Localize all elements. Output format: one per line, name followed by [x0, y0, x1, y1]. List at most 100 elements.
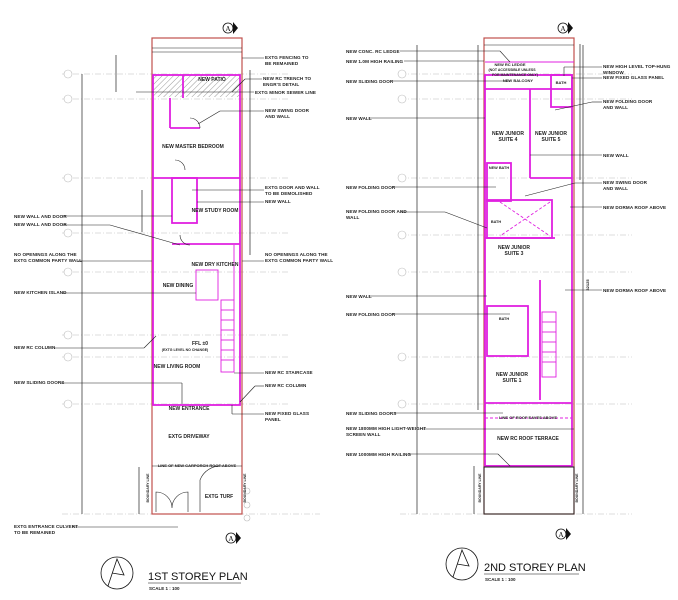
callout-label: NEW FIXED GLASS PANEL: [603, 75, 664, 80]
callout-label: NEW SLIDING DOOR: [346, 79, 394, 84]
section-marker-bottom: A: [225, 532, 241, 544]
room-label: NEW BALCONY: [503, 78, 534, 83]
boundary-outline: [151, 37, 243, 515]
callout-label: NEW RC COLUMN: [14, 345, 56, 350]
section-marker-top: A: [222, 22, 238, 34]
room-label: FOR MAINTENANCE ONLY): [492, 73, 538, 77]
callout-label: NEW SWING DOOR: [603, 180, 648, 185]
svg-text:A: A: [558, 531, 563, 539]
callout-label: EXTG MINOR SEWER LINE: [255, 90, 316, 95]
callout-label: NEW FOLDING DOOR: [346, 312, 396, 317]
callout-label: BE REMAINED: [265, 61, 299, 66]
callout-label: AND WALL: [265, 114, 290, 119]
second-storey-plan: 32125 NEW RC LEDGE (NOT ACCE: [346, 22, 671, 582]
callouts-right: NEW HIGH LEVEL TOP-HUNG WINDOW NEW FIXED…: [524, 64, 671, 293]
room-label: (EXTG LEVEL NO CHANGE): [162, 348, 208, 352]
callout-label: NEW WALL: [346, 116, 372, 121]
north-arrow-icon: [100, 556, 134, 590]
callout-label: NEW WALL: [603, 153, 629, 158]
room-label: NEW JUNIOR: [498, 245, 530, 251]
room-label: BATH: [491, 220, 502, 224]
callout-label: WALL: [346, 215, 360, 220]
section-marker-top: A: [557, 22, 573, 34]
callout-label: NEW HIGH LEVEL TOP-HUNG: [603, 64, 671, 69]
callout-label: NEW DORMA ROOF ABOVE: [603, 205, 666, 210]
callout-label: NEW WALL: [346, 294, 372, 299]
boundary-line-label: BOUNDARY LINE: [243, 473, 247, 503]
callout-label: NEW KITCHEN ISLAND: [14, 290, 67, 295]
callout-label: NEW DORMA ROOF ABOVE: [603, 288, 666, 293]
room-label: NEW DRY KITCHEN: [192, 262, 239, 268]
callout-label: NEW FIXED GLASS: [265, 411, 309, 416]
room-label: SUITE 4: [499, 137, 518, 143]
callout-label: NEW 1800MM HIGH LIGHT-WEIGHT: [346, 426, 426, 431]
callout-label: NEW WALL: [265, 199, 291, 204]
dimension-lines: [81, 55, 251, 514]
grid-lines: [62, 69, 320, 522]
room-label: NEW RC ROOF TERRACE: [497, 436, 559, 442]
boundary-line-label: BOUNDARY LINE: [478, 473, 482, 503]
room-label: SUITE 3: [505, 251, 524, 257]
callout-label: EXTG FENCING TO: [265, 55, 309, 60]
boundary-line-label: BOUNDARY LINE: [146, 473, 150, 503]
callout-label: WINDOW: [603, 70, 624, 75]
new-works-walls: [484, 61, 574, 467]
room-label: FFL ±0: [192, 341, 208, 347]
room-label: NEW PATIO: [198, 77, 226, 83]
room-label: BATH: [499, 317, 510, 321]
callout-label: AND WALL: [603, 105, 628, 110]
callout-label: TO BE DEMOLISHED: [265, 191, 313, 196]
new-works-walls: [152, 74, 241, 406]
room-label: BATH: [556, 80, 567, 85]
callouts-left: NEW WALL AND DOOR NEW WALL AND DOOR NO O…: [14, 214, 196, 535]
callout-label: NEW CONC. RC LEDGE: [346, 49, 400, 54]
room-label: LINE OF ROOF EAVES ABOVE: [499, 415, 557, 420]
callout-label: NEW RC TRENCH TO: [263, 76, 312, 81]
room-label: NEW JUNIOR: [535, 131, 567, 137]
callout-label: NEW WALL AND DOOR: [14, 222, 67, 227]
section-marker-bottom: A: [555, 528, 571, 540]
callout-label: EXTG COMMON PARTY WALL: [265, 258, 333, 263]
room-label: NEW STUDY ROOM: [192, 208, 239, 214]
svg-text:A: A: [228, 535, 233, 543]
plan-title: 2ND STOREY PLAN: [484, 562, 586, 574]
callout-label: NEW RC STAIRCASE: [265, 370, 313, 375]
room-label: NEW DINING: [163, 283, 194, 289]
dimension-lines: [416, 44, 584, 514]
callout-label: TO BE REMAINED: [14, 530, 56, 535]
callout-label: NEW 1000MM HIGH RAILING: [346, 452, 411, 457]
room-label: NEW RC LEDGE: [494, 62, 525, 67]
callout-label: NEW FOLDING DOOR: [346, 185, 396, 190]
callout-label: NEW FOLDING DOOR AND: [346, 209, 407, 214]
callout-label: NEW SLIDING DOORS: [14, 380, 64, 385]
boundary-outline: [483, 37, 575, 515]
callout-label: ENGR'S DETAIL: [263, 82, 299, 87]
callout-label: EXTG DOOR AND WALL: [265, 185, 320, 190]
callout-label: PANEL: [265, 417, 281, 422]
room-label: NEW BATH: [489, 166, 509, 170]
plan-scale: SCALE 1 : 100: [485, 577, 516, 582]
room-label: NEW ENTRANCE: [169, 406, 210, 412]
overall-dimension: 32125: [585, 279, 590, 291]
callout-label: NEW WALL AND DOOR: [14, 214, 67, 219]
room-label: LINE OF NEW CARPORCH ROOF ABOVE: [158, 463, 237, 468]
callout-label: NO OPENINGS ALONG THE: [14, 252, 77, 257]
callout-label: NEW SLIDING DOORS: [346, 411, 396, 416]
svg-text:A: A: [225, 25, 230, 33]
callouts-right: EXTG FENCING TO BE REMAINED NEW RC TRENC…: [136, 55, 333, 422]
callout-label: EXTG ENTRANCE CULVERT: [14, 524, 78, 529]
plan-title: 1ST STOREY PLAN: [148, 571, 248, 583]
callout-label: EXTG COMMON PARTY WALL: [14, 258, 82, 263]
room-label: EXTG TURF: [205, 494, 233, 500]
first-storey-plan: NEW PATIO NEW MASTER BEDROOM NEW STUDY R…: [14, 22, 333, 591]
room-label: NEW JUNIOR: [492, 131, 524, 137]
grid-lines: [397, 69, 632, 515]
room-label: NEW MASTER BEDROOM: [162, 144, 224, 150]
svg-text:A: A: [560, 25, 565, 33]
boundary-line-label: BOUNDARY LINE: [575, 473, 579, 503]
callout-label: NEW RC COLUMN: [265, 383, 307, 388]
room-label: NEW LIVING ROOM: [154, 364, 201, 370]
room-label: SUITE 1: [503, 378, 522, 384]
room-label: EXTG DRIVEWAY: [168, 434, 210, 440]
